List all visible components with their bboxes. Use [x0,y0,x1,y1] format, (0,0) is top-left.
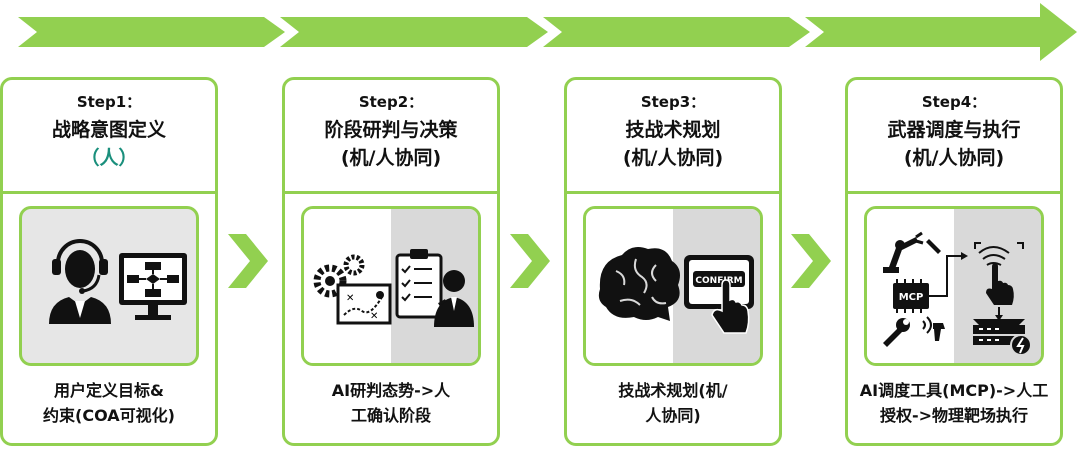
step-label: Step2： [358,93,424,111]
step-card-4: Step4： 武器调度与执行 (机/人协同) MCP [845,77,1063,446]
progress-arrow-segment [280,17,548,47]
step-title: 战略意图定义 （人） [3,116,215,172]
progress-arrow-head [805,3,1077,61]
progress-arrow-segment [18,17,285,47]
step-illustration: ✕ ✕ [301,206,481,366]
description-line: AI调度工具(MCP)->人工 [859,381,1049,400]
step-card-3: Step3： 技战术规划 (机/人协同) CONFIRM 技战术规划(机/ [564,77,782,446]
brain-icon [598,247,680,321]
step-label: Step3： [640,93,706,111]
step-card-2: Step2： 阶段研判与决策 (机/人协同) ✕ ✕ [282,77,500,446]
step-header: Step1： 战略意图定义 （人） [3,80,215,191]
checklist-person-icon [395,249,474,327]
fingerprint-touch-icon [974,242,1024,321]
divider [3,191,215,194]
step-label: Step1： [76,93,142,111]
divider [848,191,1060,194]
step-role: （人） [80,147,138,169]
step-description: AI研判态势->人 工确认阶段 [291,378,491,428]
step-header: Step4： 武器调度与执行 (机/人协同) [848,80,1060,191]
description-line: 工确认阶段 [350,406,431,425]
wrench-icon [883,316,945,347]
step-description: 用户定义目标& 约束(COA可视化) [9,378,209,428]
mcp-chip-icon: MCP [893,252,968,313]
chevron-right-icon [510,234,550,288]
description-line: 授权->物理靶场执行 [879,406,1029,425]
description-line: 人协同) [645,406,701,425]
step-title-line: 阶段研判与决策 [324,119,458,141]
svg-text:✕: ✕ [370,311,378,322]
step-title-line: 技战术规划 [625,119,721,141]
progress-arrow-segment [543,17,810,47]
step-description: AI调度工具(MCP)->人工 授权->物理靶场执行 [854,378,1054,428]
robot-arm-icon [883,231,941,273]
step-title: 技战术规划 (机/人协同) [567,116,779,172]
step-header: Step2： 阶段研判与决策 (机/人协同) [285,80,497,191]
step-title-line: (机/人协同) [622,147,724,169]
description-line: AI研判态势->人 [331,381,451,400]
confirm-label: CONFIRM [695,276,742,286]
headset-operator-icon [49,239,111,324]
progress-arrow-band [18,3,1077,61]
step-description: 技战术规划(机/ 人协同) [573,378,773,428]
svg-text:✕: ✕ [346,293,354,304]
step-illustration [19,206,199,366]
confirm-tablet-icon: CONFIRM [684,255,754,334]
description-line: 用户定义目标& [54,381,164,400]
step-title-line: 武器调度与执行 [887,119,1021,141]
step-title: 阶段研判与决策 (机/人协同) [285,116,497,172]
step-title: 武器调度与执行 (机/人协同) [848,116,1060,172]
description-line: 约束(COA可视化) [43,406,175,425]
step-illustration: CONFIRM [583,206,763,366]
chevron-right-icon [791,234,831,288]
step-title-line: 战略意图定义 [51,119,166,141]
step-title-line: (机/人协同) [340,147,442,169]
chevron-right-icon [228,234,268,288]
step-card-1: Step1： 战略意图定义 （人） [0,77,218,446]
step-label: Step4： [921,93,987,111]
divider [285,191,497,194]
gears-map-icon: ✕ ✕ [313,254,392,325]
mcp-label: MCP [899,292,924,303]
flowchart-monitor-icon [119,253,187,320]
server-power-icon [973,319,1032,356]
description-line: 技战术规划(机/ [618,381,728,400]
step-title-line: (机/人协同) [903,147,1005,169]
step-header: Step3： 技战术规划 (机/人协同) [567,80,779,191]
step-illustration: MCP [864,206,1044,366]
divider [567,191,779,194]
